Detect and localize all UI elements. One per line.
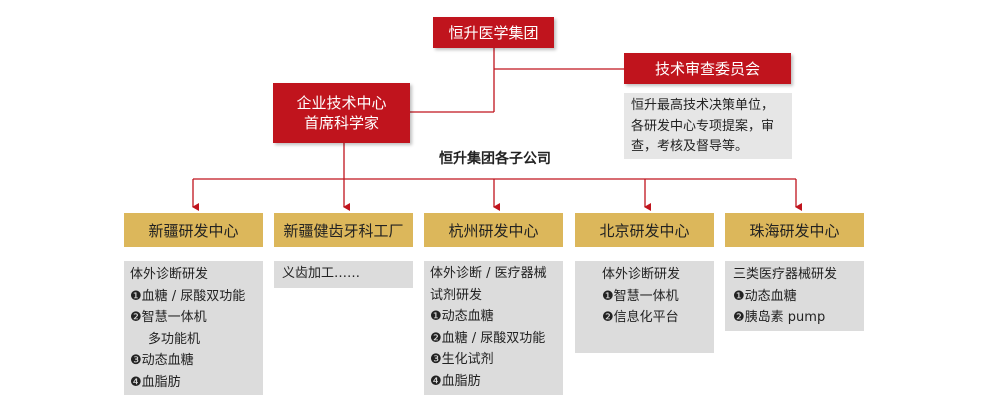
details-xinjiang-dental: 义齿加工…… — [274, 261, 413, 288]
detail-line: ❸动态血糖 — [130, 353, 194, 368]
root-label: 恒升医学集团 — [448, 23, 539, 42]
detail-line: ❹血脂肪 — [430, 373, 481, 389]
detail-line: 试剂研发 — [430, 287, 483, 303]
committee-note-line: 恒升最高技术决策单位， — [631, 98, 775, 113]
committee-note: 恒升最高技术决策单位， 各研发中心专项提案，审 查，考核及督导等。 — [624, 93, 792, 159]
subsidiaries-caption: 恒升集团各子公司 — [439, 151, 551, 167]
details-beijing: 体外诊断研发 ❶智慧一体机 ❷信息化平台 — [575, 261, 714, 353]
center-label: 北京研发中心 — [599, 221, 690, 240]
detail-line: 体外诊断 / 医疗器械 — [430, 266, 547, 281]
center-beijing: 北京研发中心 — [575, 213, 714, 247]
detail-line: 义齿加工…… — [282, 266, 361, 281]
center-hangzhou: 杭州研发中心 — [424, 213, 563, 247]
center-label: 珠海研发中心 — [749, 221, 840, 240]
center-label: 杭州研发中心 — [448, 221, 539, 240]
detail-line: 体外诊断研发 — [130, 267, 209, 282]
detail-line: ❸生化试剂 — [430, 352, 494, 367]
details-xinjiang: 体外诊断研发 ❶血糖 / 尿酸双功能 ❷智慧一体机 多功能机 ❸动态血糖 ❹血脂… — [124, 261, 263, 395]
detail-line: ❶血糖 / 尿酸双功能 — [130, 288, 246, 304]
detail-line: ❶动态血糖 — [733, 288, 797, 304]
detail-line: ❹血脂肪 — [130, 374, 181, 390]
chief-scientist-label: 首席科学家 — [303, 114, 379, 132]
enterprise-center-label: 企业技术中心 — [296, 94, 387, 112]
enterprise-center-node: 企业技术中心 首席科学家 — [273, 83, 410, 143]
committee-note-line: 各研发中心专项提案，审 — [631, 118, 775, 134]
detail-line: 三类医疗器械研发 — [733, 267, 838, 282]
detail-line: 体外诊断研发 — [602, 267, 681, 282]
center-label: 新疆研发中心 — [148, 221, 239, 240]
committee-node: 技术审查委员会 — [624, 53, 791, 84]
root-node: 恒升医学集团 — [433, 17, 554, 48]
details-hangzhou: 体外诊断 / 医疗器械 试剂研发 ❶动态血糖 ❷血糖 / 尿酸双功能 ❸生化试剂… — [424, 261, 563, 395]
center-xinjiang-dental: 新疆健齿牙科工厂 — [274, 213, 413, 247]
details-zhuhai: 三类医疗器械研发 ❶动态血糖 ❷胰岛素 pump — [725, 261, 864, 331]
detail-line: ❷智慧一体机 — [130, 310, 207, 325]
detail-line: 多功能机 — [148, 331, 201, 347]
center-xinjiang: 新疆研发中心 — [124, 213, 263, 247]
detail-line: ❶动态血糖 — [430, 309, 494, 324]
detail-line: ❷血糖 / 尿酸双功能 — [430, 330, 546, 346]
committee-label: 技术审查委员会 — [654, 59, 760, 78]
committee-note-line: 查，考核及督导等。 — [631, 139, 749, 154]
center-zhuhai: 珠海研发中心 — [725, 213, 864, 247]
detail-line: ❶智慧一体机 — [602, 288, 679, 304]
center-label: 新疆健齿牙科工厂 — [283, 221, 404, 240]
detail-line: ❷胰岛素 pump — [733, 310, 826, 325]
detail-line: ❷信息化平台 — [602, 310, 679, 325]
